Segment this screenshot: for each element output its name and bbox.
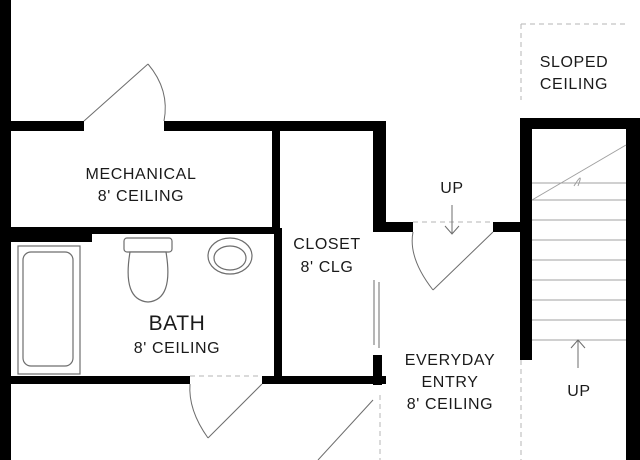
closet-label: CLOSET 8' CLG [293, 236, 361, 276]
stair-break-mark [573, 177, 581, 187]
bath-door-swing [189, 383, 209, 439]
closet-line-1: CLOSET [293, 236, 361, 253]
hall-wall-left [373, 222, 413, 232]
bath-line-2: 8' CEILING [134, 340, 220, 357]
closet-line-2: 8' CLG [301, 259, 354, 276]
bath-line-1: BATH [149, 312, 206, 335]
arrow-down-icon [444, 205, 460, 235]
mechanical-line-1: MECHANICAL [86, 166, 197, 183]
mechanical-line-2: 8' CEILING [98, 188, 184, 205]
bath-top-wall-thick [0, 227, 92, 242]
sloped-ceiling-label: SLOPED CEILING [540, 54, 609, 93]
mechanical-door-leaf [83, 63, 149, 122]
sink-icon [207, 237, 253, 275]
closet-left-wall [274, 228, 282, 383]
bath-label: BATH 8' CEILING [134, 312, 220, 357]
hall-wall-right [493, 222, 526, 232]
toilet-icon [123, 237, 173, 303]
doors [83, 23, 628, 460]
entry-line-3: 8' CEILING [407, 396, 493, 413]
bath-bottom-wall-right [262, 376, 386, 384]
entry-line-1: EVERYDAY [405, 352, 495, 369]
right-outer-wall [626, 120, 640, 460]
closet-right-wall [373, 121, 386, 231]
bath-top-wall-thin [92, 227, 280, 234]
bath-door-leaf [207, 383, 263, 439]
everyday-entry-label: EVERYDAY ENTRY 8' CEILING [405, 352, 495, 413]
sloped-ceiling-line-1: SLOPED [540, 54, 609, 71]
mechanical-right-wall [272, 121, 280, 228]
up-stair-label: UP [567, 383, 590, 400]
hall-door-swing [411, 231, 434, 291]
up-hall-label: UP [440, 180, 463, 197]
stair-top-wall [520, 118, 640, 129]
mechanical-top-wall-left [0, 121, 84, 131]
arrow-up-icon [570, 339, 586, 368]
entry-door-leaf [317, 399, 374, 460]
sloped-ceiling-line-2: CEILING [540, 76, 608, 93]
staircase [531, 144, 627, 341]
hall-door-leaf [432, 231, 494, 291]
mechanical-label: MECHANICAL 8' CEILING [86, 166, 197, 205]
mechanical-door-swing [147, 63, 166, 122]
bath-bottom-wall-left [0, 376, 190, 384]
entry-wall-stub [373, 355, 382, 385]
stair-left-wall [520, 118, 532, 360]
bathtub-icon [17, 245, 81, 375]
entry-line-2: ENTRY [422, 374, 479, 391]
